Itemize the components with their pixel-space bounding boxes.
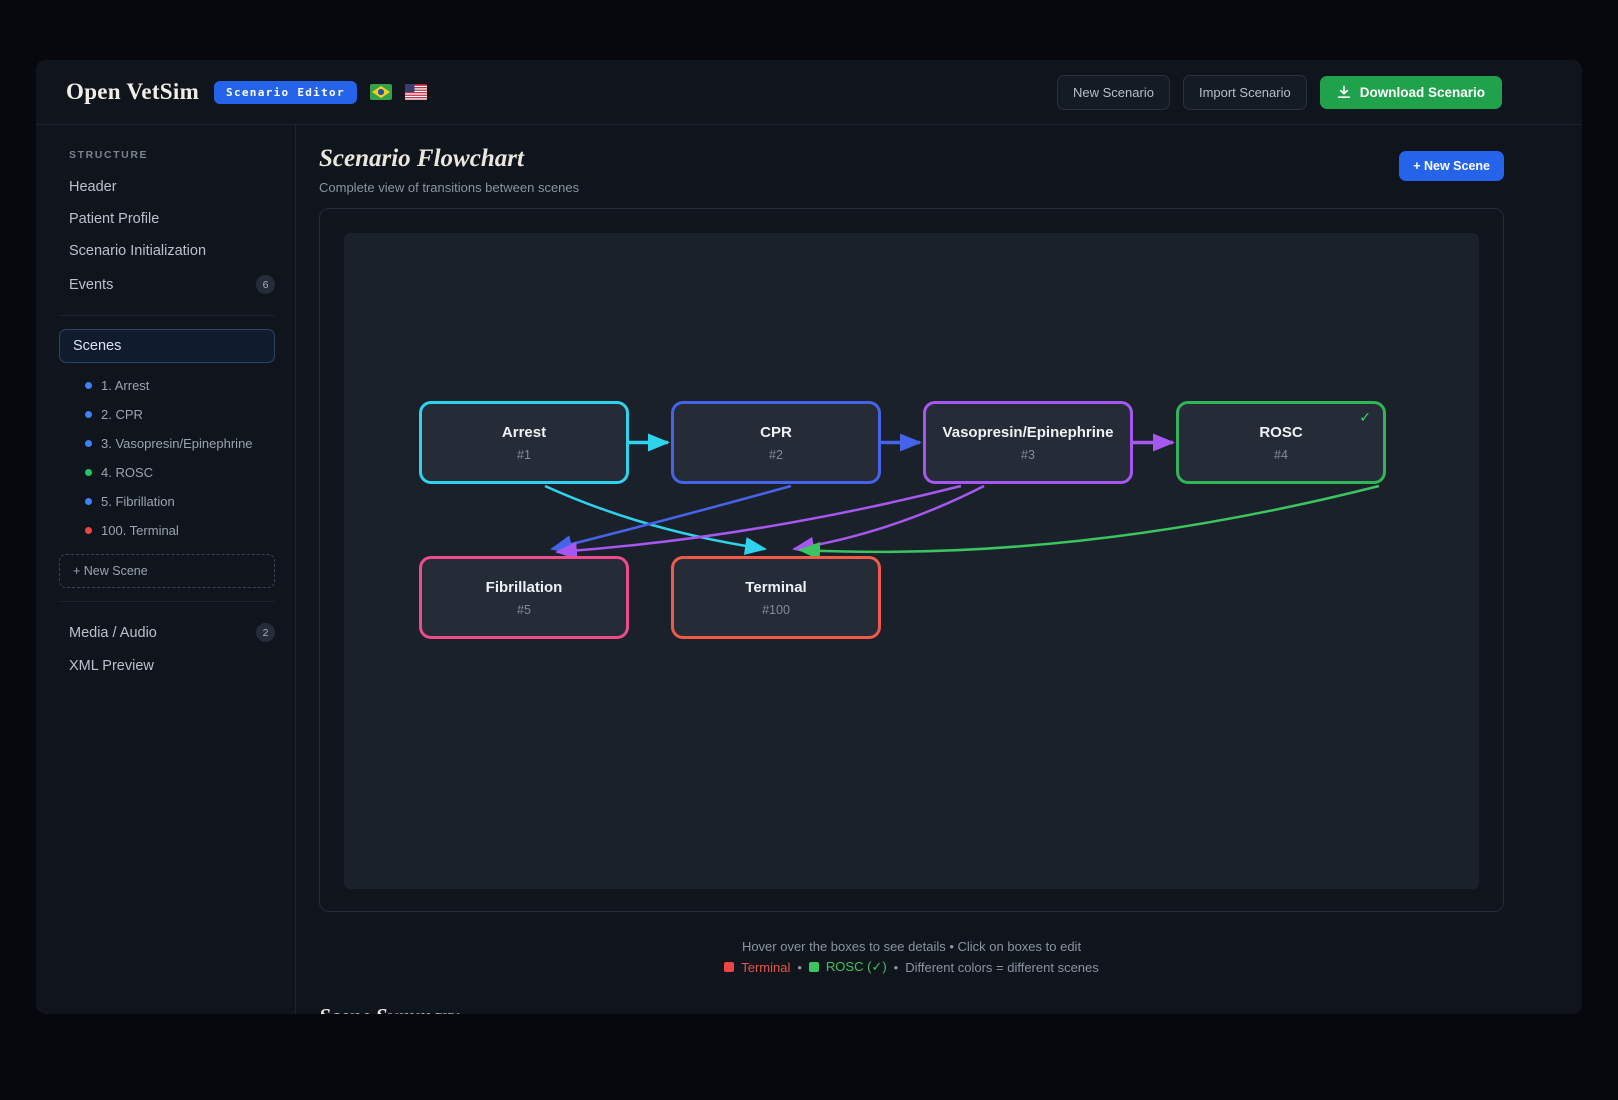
- scene-node-title: Arrest: [501, 423, 547, 441]
- flowchart-edges: [544, 433, 1380, 560]
- sidebar-divider: [59, 315, 275, 316]
- scene-item-label: 5. Fibrillation: [101, 494, 175, 509]
- scene-status-dot: [85, 382, 92, 389]
- edge-vaso-to-fib: [555, 484, 962, 560]
- terminal-legend-label: Terminal: [741, 959, 791, 975]
- scene-list-item[interactable]: 100. Terminal: [85, 516, 295, 545]
- flowchart-hint: Hover over the boxes to see details • Cl…: [741, 939, 1082, 954]
- download-scenario-button[interactable]: Download Scenario: [1319, 75, 1502, 109]
- rosc-legend-label: ROSC (✓): [825, 959, 887, 974]
- sidebar-item-patient-profile[interactable]: Patient Profile: [69, 203, 275, 235]
- scene-list: 1. Arrest 2. CPR 3. Vasopresin/Epinephrine…: [36, 371, 295, 545]
- scene-node-title: CPR: [760, 423, 792, 441]
- scene-list-item[interactable]: 2. CPR: [85, 400, 295, 429]
- sidebar-item-label: Patient Profile: [69, 211, 160, 227]
- flowchart-legend: Terminal • ROSC (✓) • Different colors =…: [319, 959, 1504, 975]
- scene-node-title: Terminal: [745, 578, 807, 596]
- sidebar-divider-2: [59, 601, 275, 602]
- scene-summary-title: Scene Summary: [319, 1004, 1504, 1014]
- sidebar-item-scenes[interactable]: Scenes: [59, 329, 275, 363]
- scene-node-number: #3: [1021, 447, 1035, 462]
- scene-node-rosc[interactable]: ROSC #4 ✓: [1176, 401, 1386, 484]
- edge-arrest-to-term: [544, 484, 767, 555]
- scene-node-vaso[interactable]: Vasopresin/Epinephrine #3: [923, 401, 1133, 484]
- flowchart-panel: Arrest #1 CPR #2 Vasopresin/Epinephrine #3 ROS…: [319, 208, 1504, 912]
- scene-node-number: #1: [517, 447, 531, 462]
- legend-note: Different colors = different scenes: [905, 959, 1099, 975]
- scene-item-label: 2. CPR: [101, 407, 143, 422]
- edge-rosc-to-term: [798, 484, 1380, 560]
- sidebar-item-header[interactable]: Header: [69, 171, 275, 203]
- scenario-editor-badge: Scenario Editor: [214, 80, 357, 104]
- sidebar-item-label: Scenario Initialization: [69, 243, 207, 259]
- scene-list-item[interactable]: 1. Arrest: [85, 371, 295, 400]
- sidebar-new-scene-button[interactable]: + New Scene: [59, 554, 275, 588]
- sidebar-item-label: Events: [69, 276, 114, 293]
- scene-status-dot: [85, 498, 92, 505]
- scene-node-term[interactable]: Terminal #100: [671, 556, 881, 639]
- new-scene-button[interactable]: + New Scene: [1399, 151, 1504, 181]
- structure-section-label: STRUCTURE: [69, 149, 149, 161]
- legend-separator-2: •: [893, 959, 899, 975]
- page-title: Scenario Flowchart: [319, 145, 524, 172]
- edge-cpr-to-fib: [550, 484, 792, 553]
- scene-node-number: #2: [769, 447, 783, 462]
- sidebar-item-label: Media / Audio: [69, 624, 157, 641]
- scene-status-dot: [85, 469, 92, 476]
- page-subtitle: Complete view of transitions between sce…: [319, 180, 580, 195]
- scene-node-number: #4: [1274, 447, 1288, 462]
- top-bar: Open VetSim Scenario Editor New Scenario: [36, 60, 1582, 125]
- scene-status-dot: [85, 440, 92, 447]
- scene-status-dot: [85, 527, 92, 534]
- download-icon: [1337, 85, 1351, 99]
- scene-item-label: 4. ROSC: [101, 465, 154, 480]
- legend-separator: •: [797, 959, 802, 975]
- count-badge: 2: [256, 623, 275, 642]
- scene-node-title: Fibrillation: [485, 578, 563, 596]
- rosc-check-icon: ✓: [1359, 409, 1371, 425]
- scene-list-item[interactable]: 4. ROSC: [85, 458, 295, 487]
- scene-node-title: ROSC: [1259, 423, 1303, 441]
- sidebar-item-xml-preview[interactable]: XML Preview: [69, 650, 275, 682]
- main-content: Scenario Flowchart Complete view of tran…: [296, 125, 1582, 1014]
- scene-node-fib[interactable]: Fibrillation #5: [419, 556, 629, 639]
- flowchart-canvas: Arrest #1 CPR #2 Vasopresin/Epinephrine #3 ROS…: [344, 233, 1479, 889]
- scene-item-label: 3. Vasopresin/Epinephrine: [101, 436, 253, 451]
- brazil-flag-icon[interactable]: [369, 84, 392, 100]
- scene-status-dot: [85, 411, 92, 418]
- sidebar-item-events[interactable]: Events 6: [69, 267, 275, 302]
- scene-item-label: 1. Arrest: [101, 378, 150, 393]
- scene-list-item[interactable]: 5. Fibrillation: [85, 487, 295, 516]
- scene-list-item[interactable]: 3. Vasopresin/Epinephrine: [85, 429, 295, 458]
- sidebar-item-label: XML Preview: [69, 658, 154, 674]
- rosc-legend-swatch: [808, 962, 819, 972]
- scene-node-cpr[interactable]: CPR #2: [671, 401, 881, 484]
- app-title: Open VetSim: [66, 79, 200, 104]
- count-badge: 6: [256, 275, 275, 294]
- scene-node-number: #5: [517, 602, 531, 617]
- sidebar-item-scenario-initialization[interactable]: Scenario Initialization: [69, 235, 275, 267]
- sidebar-item-label: Header: [69, 179, 117, 195]
- scene-node-arrest[interactable]: Arrest #1: [419, 401, 629, 484]
- app-window: Open VetSim Scenario Editor New Scenario: [36, 60, 1582, 1014]
- scene-node-title: Vasopresin/Epinephrine: [942, 423, 1114, 441]
- usa-flag-icon[interactable]: [404, 84, 427, 100]
- terminal-legend-swatch: [724, 962, 735, 972]
- scene-item-label: 100. Terminal: [101, 523, 179, 538]
- import-scenario-button[interactable]: Import Scenario: [1182, 74, 1307, 110]
- scene-node-number: #100: [762, 602, 790, 617]
- sidebar-item-media-audio[interactable]: Media / Audio 2: [69, 615, 275, 650]
- new-scenario-button[interactable]: New Scenario: [1057, 74, 1170, 110]
